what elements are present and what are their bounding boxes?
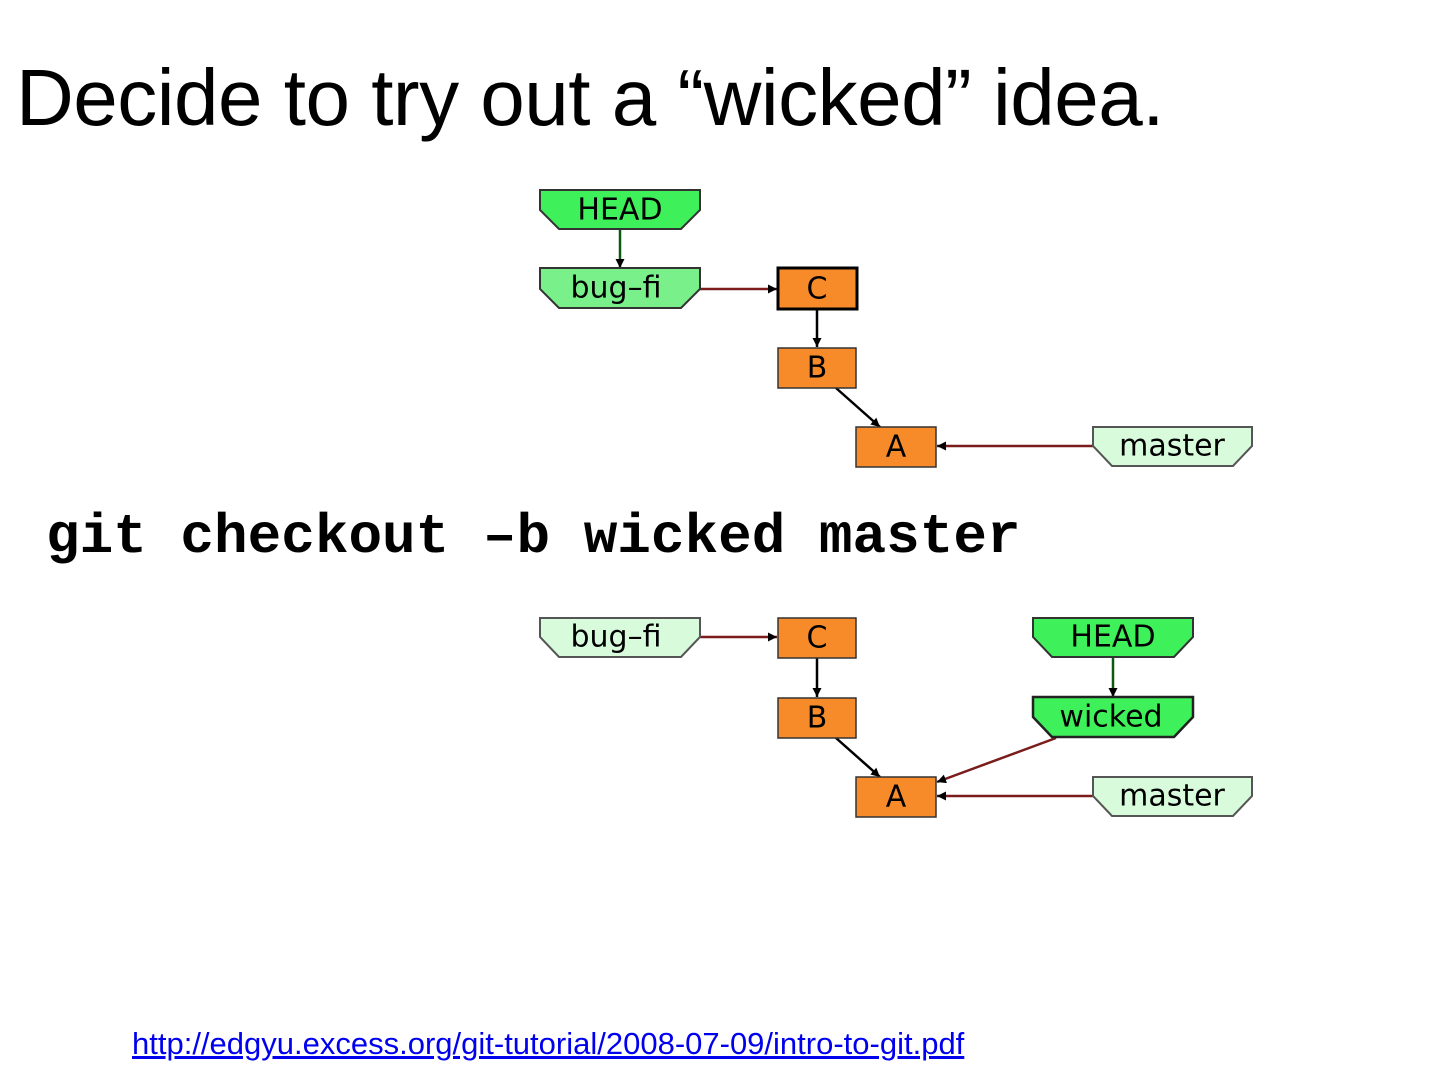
ref-master: master (1092, 426, 1253, 467)
ref-bugfix-label: bug–fi (571, 271, 662, 306)
diagram-after: bug–fi C B A HEAD wicked master (539, 617, 1253, 818)
ref-bugfix-label: bug–fi (571, 620, 662, 655)
source-link[interactable]: http://edgyu.excess.org/git-tutorial/200… (132, 1026, 965, 1061)
commit-b-label: B (807, 351, 828, 386)
commit-c: C (777, 617, 857, 659)
slide-title: Decide to try out a “wicked” idea. (16, 53, 1164, 142)
diagram-before: HEAD bug–fi C B A master (539, 189, 1253, 468)
ref-wicked: wicked (1031, 695, 1195, 739)
ref-master-label: master (1119, 779, 1225, 814)
edge-b-to-a (835, 387, 881, 428)
commit-a-label: A (886, 780, 907, 815)
commit-c-label: C (807, 621, 828, 656)
commit-c-label: C (807, 272, 828, 307)
commit-a-label: A (886, 430, 907, 465)
ref-head: HEAD (1032, 617, 1194, 658)
ref-master-label: master (1119, 429, 1225, 464)
git-command: git checkout –b wicked master (46, 505, 1021, 569)
ref-head-label: HEAD (1070, 620, 1155, 655)
commit-a: A (855, 426, 937, 468)
commit-b: B (777, 697, 857, 739)
commit-c: C (776, 266, 859, 311)
edge-wicked-to-a (936, 736, 1057, 784)
ref-bugfix: bug–fi (539, 267, 701, 309)
commit-a: A (855, 776, 937, 818)
commit-b-label: B (807, 701, 828, 736)
edge-b-to-a (835, 737, 881, 778)
ref-head-label: HEAD (577, 193, 662, 228)
ref-head: HEAD (539, 189, 701, 230)
ref-master: master (1092, 776, 1253, 817)
ref-wicked-label: wicked (1059, 700, 1162, 735)
ref-bugfix: bug–fi (539, 617, 701, 658)
commit-b: B (777, 347, 857, 389)
